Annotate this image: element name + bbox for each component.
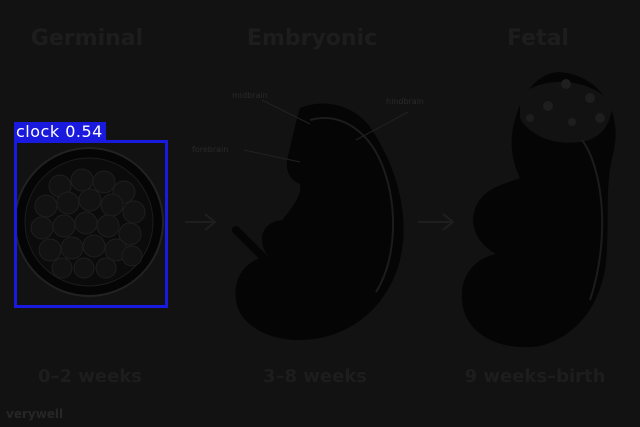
blastocyst-illustration bbox=[14, 147, 164, 297]
fetus-illustration bbox=[461, 72, 616, 348]
detection-class: clock bbox=[16, 122, 60, 141]
watermark: verywell bbox=[6, 407, 64, 421]
stage-title-embryonic: Embryonic bbox=[246, 26, 378, 51]
detection-box bbox=[14, 140, 168, 308]
embryo-illustration: midbrain hindbrain forebrain bbox=[192, 91, 424, 341]
annotation-midbrain: midbrain bbox=[232, 91, 268, 100]
stage-duration-germinal: 0–2 weeks bbox=[37, 366, 143, 387]
stage-title-fetal: Fetal bbox=[507, 26, 569, 51]
annotation-forebrain: forebrain bbox=[192, 145, 228, 154]
detection-label: clock 0.54 bbox=[14, 122, 106, 141]
stage-duration-embryonic: 3–8 weeks bbox=[262, 366, 368, 387]
detection-score: 0.54 bbox=[65, 122, 103, 141]
stage-title-germinal: Germinal bbox=[30, 26, 144, 51]
annotation-hindbrain: hindbrain bbox=[386, 97, 424, 106]
stage-duration-fetal: 9 weeks–birth bbox=[464, 366, 606, 387]
arrow-icon bbox=[185, 213, 455, 231]
